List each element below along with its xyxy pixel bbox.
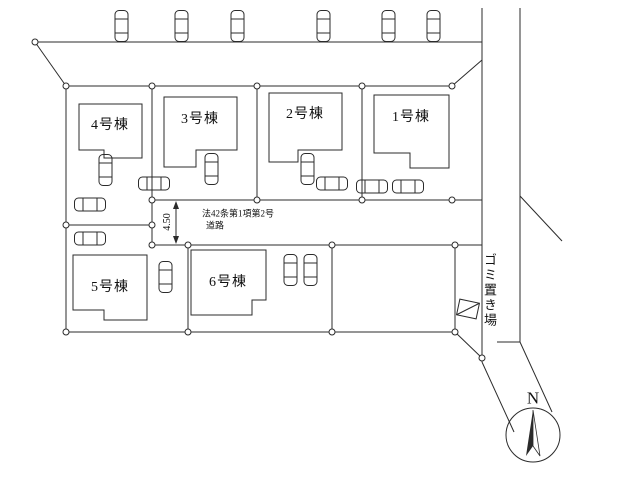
garbage-area-label: ゴミ置き場 <box>482 253 497 328</box>
house-outline <box>190 249 267 316</box>
survey-points <box>31 38 486 362</box>
houses <box>72 92 450 321</box>
house-outline <box>163 96 238 168</box>
survey-point <box>448 82 456 90</box>
survey-point <box>62 82 70 90</box>
car-icon <box>316 176 348 191</box>
road-width-label: 4.50 <box>162 213 173 231</box>
lot-label-1: 1号棟 <box>392 110 430 125</box>
car-icon <box>426 10 441 42</box>
survey-point <box>451 328 459 336</box>
survey-point <box>448 196 456 204</box>
car-icon <box>392 179 424 194</box>
road-edge-line <box>481 361 515 433</box>
lot-label-3: 3号棟 <box>181 112 219 127</box>
survey-point <box>328 241 336 249</box>
car-icon <box>158 261 173 293</box>
survey-point <box>328 328 336 336</box>
car-icon <box>303 254 318 286</box>
survey-point <box>253 196 261 204</box>
house-outline <box>78 103 143 159</box>
road-designation-line2: 道路 <box>205 220 225 231</box>
house-outline <box>268 92 343 163</box>
survey-point <box>184 241 192 249</box>
survey-point <box>148 241 156 249</box>
road-edge-line <box>519 195 563 242</box>
compass-rose <box>505 407 561 463</box>
car-icon <box>138 176 170 191</box>
survey-point <box>358 82 366 90</box>
lot-label-4: 4号棟 <box>91 118 129 133</box>
car-icon <box>316 10 331 42</box>
house-outline <box>373 94 450 169</box>
survey-point <box>31 38 39 46</box>
public-road <box>481 8 563 433</box>
survey-point <box>253 82 261 90</box>
road-designation-line1: 法42条第1項第2号 <box>201 208 275 219</box>
compass-needle <box>532 409 541 457</box>
boundary-line <box>454 331 483 359</box>
boundary-line <box>34 41 67 87</box>
survey-point <box>478 354 486 362</box>
car-icon <box>74 197 106 212</box>
car-icon <box>74 231 106 246</box>
survey-point <box>148 82 156 90</box>
house-outline <box>72 254 148 321</box>
survey-point <box>148 196 156 204</box>
car-icon <box>283 254 298 286</box>
lot-label-5: 5号棟 <box>91 280 129 295</box>
car-icon <box>114 10 129 42</box>
lot-label-6: 6号棟 <box>209 275 247 290</box>
car-icon <box>300 153 315 185</box>
survey-point <box>62 328 70 336</box>
car-icon <box>204 153 219 185</box>
road-width-dimension <box>173 201 179 244</box>
compass-needle <box>526 410 533 456</box>
car-icon <box>230 10 245 42</box>
car-icon <box>356 179 388 194</box>
compass-north-label: N <box>526 388 540 408</box>
garbage-area-marker <box>455 298 481 320</box>
car-icon <box>381 10 396 42</box>
survey-point <box>451 241 459 249</box>
road-edge-line <box>519 341 553 413</box>
survey-point <box>62 221 70 229</box>
survey-point <box>148 221 156 229</box>
boundary-line <box>451 59 483 87</box>
parcel-boundaries <box>34 41 483 359</box>
lot-label-2: 2号棟 <box>286 107 324 122</box>
compass-circle <box>505 407 561 463</box>
survey-point <box>184 328 192 336</box>
survey-point <box>358 196 366 204</box>
car-icon <box>98 154 113 186</box>
car-icon <box>174 10 189 42</box>
